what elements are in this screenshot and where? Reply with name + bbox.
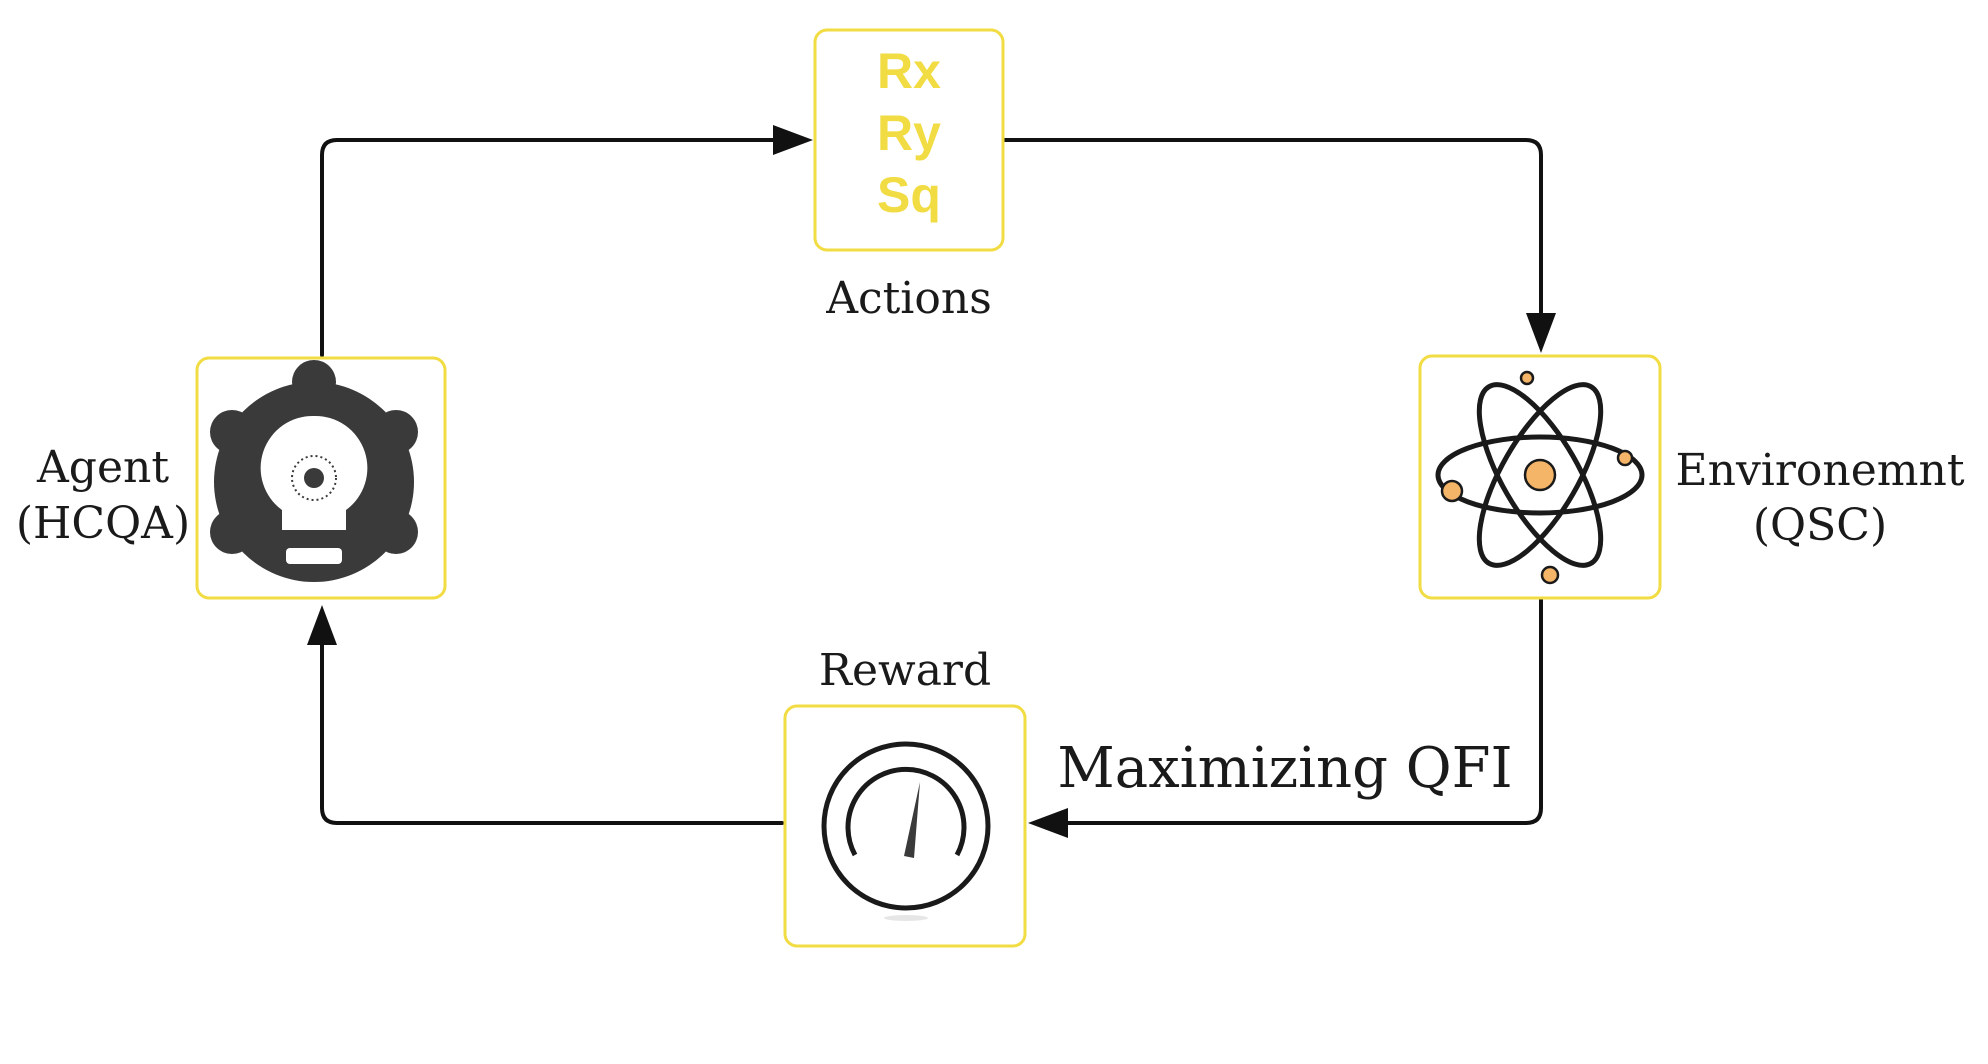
atom-icon [1435, 370, 1645, 585]
actions-box [813, 28, 1005, 252]
agent-label-line2: (HCQA) [16, 498, 190, 549]
electron-1 [1440, 479, 1464, 503]
action-item-sq: Sq [877, 167, 941, 223]
environment-label-line1: Environemnt [1675, 445, 1964, 496]
actions-label: Actions [825, 273, 992, 324]
arrowhead-reward-to-agent [307, 605, 337, 645]
arrowhead-environment-to-reward [1028, 808, 1068, 838]
electron-3 [1519, 370, 1535, 386]
reward-label: Reward [819, 645, 991, 696]
action-item-rx: Rx [877, 43, 941, 99]
agent-node: Agent (HCQA) [16, 356, 447, 600]
arrow-agent-to-actions [320, 138, 787, 357]
reward-node: Reward [783, 645, 1027, 948]
arrowhead-agent-to-actions [773, 125, 813, 155]
agent-label-line1: Agent [36, 442, 169, 493]
arrow-environment-to-reward [1058, 598, 1543, 825]
electron-2 [1616, 449, 1634, 467]
arrow-reward-to-agent [320, 638, 784, 825]
action-item-ry: Ry [877, 105, 941, 161]
gear-lightbulb-icon [210, 360, 418, 582]
environment-node: Environemnt (QSC) [1418, 354, 1965, 600]
environment-label-line2: (QSC) [1753, 500, 1887, 551]
arrow-actions-to-environment [1001, 138, 1543, 327]
arrowhead-actions-to-environment [1526, 313, 1556, 353]
connectors [307, 125, 1556, 838]
edge-label-maximizing-qfi: Maximizing QFI [1057, 736, 1512, 801]
actions-node: Rx Ry Sq Actions [813, 28, 1005, 324]
nucleus [1523, 458, 1557, 492]
gauge-icon [821, 741, 991, 921]
electron-4 [1540, 565, 1560, 585]
